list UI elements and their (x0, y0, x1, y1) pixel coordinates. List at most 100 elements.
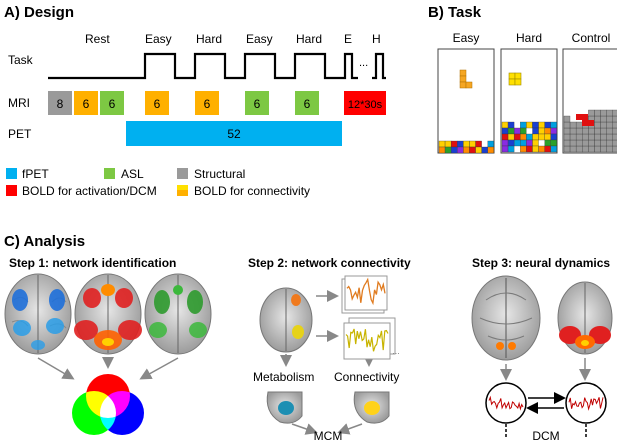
tetris-cell (463, 140, 470, 148)
mri-block-bold-conn-3 (195, 91, 219, 115)
tetris-cell (563, 121, 571, 129)
mri-block-bold-activation (344, 91, 386, 115)
connectivity-timeseries: … (343, 317, 400, 360)
step1-arrow-green (139, 357, 179, 380)
tetris-cell (520, 145, 527, 153)
mri-block-asl-1 (100, 91, 124, 115)
tetris-cell (612, 109, 617, 117)
tetris-cell (520, 127, 527, 135)
tetris-cell (550, 145, 557, 153)
brain-network-green (144, 273, 212, 355)
design-title: A) Design (4, 4, 74, 21)
task-row-label: Task (8, 53, 34, 67)
tetris-cell (563, 127, 571, 135)
tetris-cell (563, 139, 571, 147)
step2-title: Step 2: network connectivity (248, 256, 411, 270)
tetris-cell (569, 127, 577, 135)
dcm-label: DCM (532, 429, 559, 441)
dcm-node-left (485, 382, 527, 424)
tetris-cell (457, 146, 464, 154)
mri-block-label-5: 6 (204, 97, 211, 111)
legend-label-fpet: fPET (22, 167, 49, 181)
legend-label-asl: ASL (121, 167, 144, 181)
tetris-cell (507, 133, 515, 141)
mri-block-structural (48, 91, 72, 115)
analysis-title: C) Analysis (4, 233, 85, 250)
tetris-cell (594, 121, 601, 129)
tetris-cell (550, 127, 557, 135)
tetris-cell (544, 145, 551, 153)
tetris-cell (594, 127, 601, 135)
tetris-cell (606, 145, 613, 153)
network-overlap-venn (72, 374, 144, 435)
mri-block-label-7: 6 (304, 97, 311, 111)
tetris-cell (544, 121, 551, 129)
tetris-cell (532, 127, 539, 135)
task-label-h: H (372, 32, 381, 46)
tetris-cell (606, 127, 613, 135)
tetris-cell (600, 127, 607, 135)
tetris-cell (514, 127, 521, 135)
mri-block-label-2: 6 (83, 97, 90, 111)
tetris-cell (532, 121, 539, 129)
mri-row-label: MRI (8, 96, 30, 110)
brain-step2 (259, 287, 313, 353)
task-label-hard-1: Hard (196, 32, 222, 46)
tetris-cell (457, 140, 464, 148)
condition-label-control: Control (572, 31, 611, 45)
tetris-cell (606, 109, 613, 117)
brain-network-red (74, 273, 142, 355)
tetris-cell (563, 133, 571, 141)
metabolism-label: Metabolism (253, 370, 314, 384)
tetris-cell (451, 140, 458, 148)
metabolism-timecourse (341, 275, 388, 314)
tetris-cell (576, 127, 583, 135)
tetris-cell (444, 146, 452, 154)
tetris-cell (600, 145, 607, 153)
easy-stack (438, 140, 494, 154)
tetris-cell (563, 145, 571, 153)
task-timeline (48, 52, 358, 80)
legend-label-bold-connectivity: BOLD for connectivity (194, 184, 310, 198)
step3-title: Step 3: neural dynamics (472, 256, 610, 270)
tetris-cell (451, 146, 458, 154)
tetris-cell (507, 121, 515, 129)
legend-label-bold-activation: BOLD for activation/DCM (22, 184, 157, 198)
pet-block-label: 52 (227, 127, 241, 141)
pet-row-label: PET (8, 127, 32, 141)
legend-swatch-bold-activation (6, 185, 17, 196)
tetris-cell (582, 133, 589, 141)
tetris-cell (606, 133, 613, 141)
tetris-cell (600, 139, 607, 147)
tetris-cell (582, 145, 589, 153)
task-label-hard-2: Hard (296, 32, 322, 46)
tetris-cell (538, 133, 545, 141)
tetris-cell (594, 145, 601, 153)
tetris-cell (544, 139, 551, 147)
tetris-cell (576, 145, 583, 153)
brain-network-blue (4, 273, 72, 355)
mri-block-label-6: 6 (254, 97, 261, 111)
tetris-cell (507, 145, 515, 153)
tetris-cell (526, 133, 533, 141)
task-panel-title: B) Task (428, 4, 482, 21)
brain-step3-top (557, 281, 613, 355)
step1-arrow-blue (37, 357, 75, 380)
task-label-rest: Rest (85, 32, 110, 46)
tetris-cell (507, 127, 515, 135)
tetris-cell (612, 139, 617, 147)
tetris-cell (576, 121, 583, 129)
tetris-cell (469, 140, 476, 148)
tetris-cell (569, 145, 577, 153)
mcm-arrow-left (291, 423, 318, 435)
tetris-cell (612, 127, 617, 135)
tetris-cell (550, 133, 557, 141)
tetris-cell (600, 109, 607, 117)
tetris-cell (606, 121, 613, 129)
connectivity-label: Connectivity (334, 370, 399, 384)
tetris-cell (538, 145, 545, 153)
tetris-cell (606, 115, 613, 123)
condition-label-hard: Hard (516, 31, 542, 45)
legend-swatch-bold-connectivity (177, 185, 188, 196)
